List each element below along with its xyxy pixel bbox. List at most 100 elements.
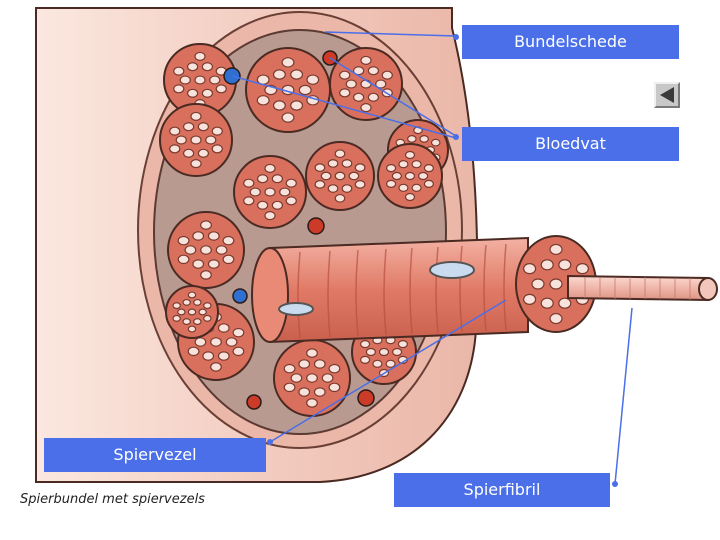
myofibril-dot <box>203 302 212 310</box>
myofibril-dot <box>225 337 238 347</box>
leader-spiervezel <box>269 299 507 443</box>
myofibril-dot <box>334 193 346 203</box>
myofibril-dot <box>209 75 221 85</box>
myofibril-dot <box>360 340 371 349</box>
myofibril-dot <box>197 122 210 132</box>
myofibril-dot <box>306 74 320 85</box>
myofibril-dot <box>198 308 207 316</box>
myofibril-dot <box>177 308 186 316</box>
myofibril-dot <box>352 66 365 76</box>
myofibril-dot <box>290 69 304 80</box>
myofibril-dot <box>210 362 222 372</box>
myofibril-dot <box>386 179 397 188</box>
myofibril-dot <box>339 88 351 98</box>
myofibril-dot <box>201 62 214 72</box>
myofibril-dot <box>418 171 429 181</box>
myofibril-dot <box>334 149 346 159</box>
myofibril-dot <box>306 398 318 408</box>
myofibril-dot <box>386 164 397 173</box>
myofibril-dot <box>306 373 318 383</box>
myofibril-dot <box>360 79 372 89</box>
myofibril-dot <box>207 231 220 241</box>
myofibril-dot <box>179 75 191 85</box>
myofibril-dot <box>200 220 212 230</box>
myofibril-dot <box>203 314 212 322</box>
myofibril-dot <box>272 100 286 111</box>
myofibril-dot <box>419 135 429 143</box>
myofibril-dot <box>558 297 572 309</box>
back-button[interactable] <box>654 82 680 108</box>
myofibril-dot <box>201 88 214 98</box>
blood-vessels <box>223 50 375 410</box>
myofibril-dot <box>202 351 215 361</box>
blood-vessel <box>357 389 375 407</box>
label-bundelschede: Bundelschede <box>462 25 679 59</box>
myofibril-dot <box>169 126 181 136</box>
myofibril-dot <box>194 75 206 85</box>
myofibril-dot <box>549 243 563 256</box>
myofibril-dot <box>327 159 339 168</box>
myofibril-dot <box>328 382 341 393</box>
myofibril-dot <box>207 259 220 269</box>
myofibril-dot <box>290 373 303 383</box>
myofibril-dot <box>256 95 270 106</box>
label-spierfibril: Spierfibril <box>394 473 610 507</box>
myofibril-dot <box>298 387 311 397</box>
spiervezel-extruded <box>251 235 597 344</box>
myofibril-dot <box>194 51 206 61</box>
myofibril-dot <box>314 180 326 189</box>
myofibril-dot <box>172 314 181 322</box>
myofibril-dot <box>522 263 537 275</box>
myofibril-dot <box>187 346 200 357</box>
leader-bundelschede <box>324 31 457 37</box>
myofibril-dot <box>558 259 572 271</box>
fiber-nucleus <box>429 261 475 279</box>
myofibril-dot <box>182 318 191 326</box>
myofibril-dot <box>367 92 380 102</box>
myofibril-dot <box>243 196 255 206</box>
leader-bloedvat-2 <box>231 75 457 139</box>
myofibril-dot <box>407 135 417 143</box>
myofibril-dot <box>313 359 326 369</box>
muscle-fiber-cross-sections <box>159 43 449 417</box>
myofibril-dot <box>423 164 434 173</box>
myofibril-dot <box>313 387 326 397</box>
myofibril-dot <box>222 254 235 265</box>
myofibril-dot <box>192 231 205 241</box>
spierfibril-extruded <box>567 274 718 302</box>
myofibril-dot <box>200 270 212 280</box>
myofibril-dot <box>290 100 304 111</box>
myofibril-dot <box>411 183 422 192</box>
myofibril-dot <box>354 180 366 189</box>
myofibril-dot <box>522 293 537 305</box>
myofibril-dot <box>173 66 185 76</box>
myofibril-dot <box>182 298 191 306</box>
myofibril-dot <box>182 122 195 132</box>
leader-bloedvat-1 <box>329 57 457 137</box>
myofibril-dot <box>210 337 222 347</box>
myofibril-dot <box>222 235 235 246</box>
myofibril-dot <box>372 359 383 368</box>
myofibril-dot <box>549 312 563 325</box>
myofibril-dot <box>211 144 223 154</box>
myofibril-dot <box>186 62 199 72</box>
myofibril-dot <box>232 346 245 357</box>
myofibril-dot <box>194 337 207 347</box>
myofibril-dot <box>285 178 297 188</box>
myofibril-dot <box>243 178 255 188</box>
myofibril-dot <box>385 359 396 368</box>
myofibril-dot <box>341 184 353 193</box>
myofibril-dot <box>285 196 297 206</box>
blood-vessel <box>307 217 325 235</box>
myofibril-dot <box>177 254 190 265</box>
myofibril-dot <box>531 278 545 290</box>
label-bloedvat: Bloedvat <box>462 127 679 161</box>
myofibril-dot <box>264 163 276 173</box>
myofibril-dot <box>177 235 190 246</box>
myofibril-dot <box>360 103 372 113</box>
myofibril-dot <box>211 126 223 136</box>
myofibril-dot <box>193 298 202 306</box>
myofibril-dot <box>392 347 403 357</box>
myofibril-dot <box>391 171 402 181</box>
